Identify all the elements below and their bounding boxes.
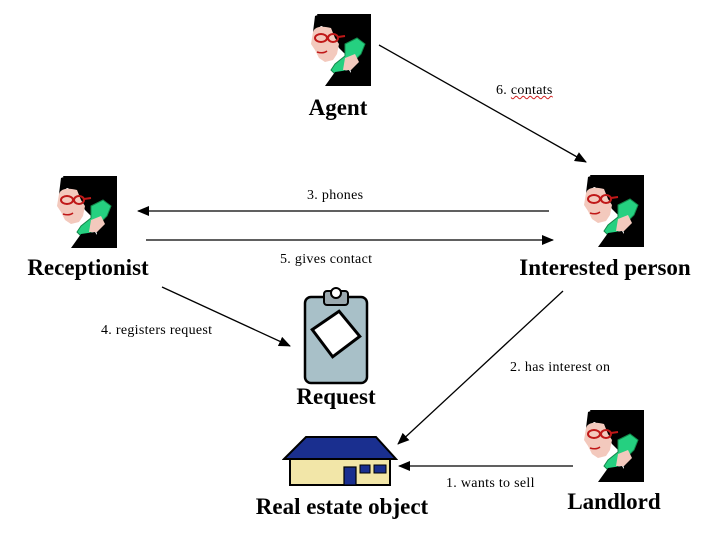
landlord-label: Landlord <box>567 489 661 514</box>
edge-label-phones: 3. phones <box>307 188 364 203</box>
real-estate-label: Real estate object <box>255 494 429 519</box>
edge-label-registers-request: 4. registers request <box>101 323 213 338</box>
agent-label: Agent <box>308 95 368 120</box>
clipboard-icon <box>303 287 369 385</box>
arrow-has-interest <box>397 290 564 445</box>
edge-label-contacts-word: contats <box>510 83 553 98</box>
request-label: Request <box>296 384 376 409</box>
landlord-icon <box>578 410 644 482</box>
edge-label-has-interest: 2. has interest on <box>510 360 611 375</box>
receptionist-icon <box>51 176 117 248</box>
edge-label-gives-contact: 5. gives contact <box>280 252 373 267</box>
arrow-registers-request <box>161 286 291 347</box>
edge-label-contacts: 6. contats <box>496 83 553 99</box>
edge-label-contacts-prefix: 6. <box>496 83 511 98</box>
interested-person-icon <box>578 175 644 247</box>
agent-icon <box>305 14 371 86</box>
receptionist-label: Receptionist <box>27 255 149 280</box>
edge-label-wants-to-sell: 1. wants to sell <box>446 476 535 491</box>
arrow-agent-to-interested <box>378 44 587 163</box>
interested-person-label: Interested person <box>519 255 691 280</box>
house-icon <box>282 436 398 486</box>
